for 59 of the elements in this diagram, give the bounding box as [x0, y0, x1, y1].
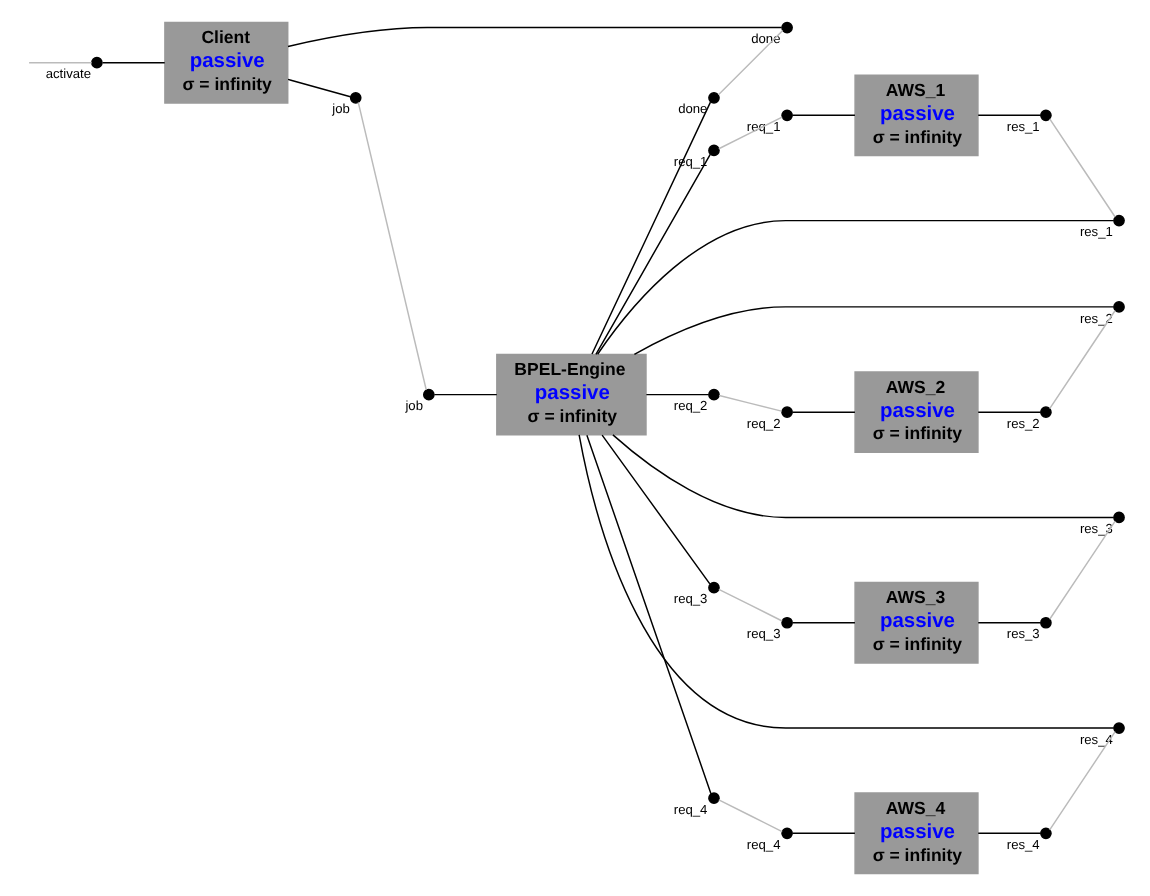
- connector: [717, 394, 782, 412]
- connector: [644, 393, 709, 396]
- node-box: BPEL-Engine passive σ = infinity: [495, 353, 646, 436]
- node-circle: [780, 21, 792, 34]
- connector: [1048, 118, 1115, 218]
- connector: [590, 101, 711, 355]
- connector: [356, 101, 426, 391]
- node-circle: [707, 144, 719, 157]
- connector: [791, 622, 855, 624]
- connector: [611, 434, 1114, 519]
- connector: [286, 26, 782, 48]
- connector: [716, 29, 783, 96]
- node-circle: [780, 406, 792, 419]
- node-circle: [780, 827, 792, 840]
- node-box: AWS_3 passive σ = infinity: [853, 581, 978, 664]
- connector: [976, 622, 1041, 624]
- connector: [286, 78, 351, 98]
- node-circle: [707, 792, 719, 805]
- node-circle: [707, 91, 719, 104]
- connector: [577, 434, 1114, 729]
- node-box: AWS_2 passive σ = infinity: [853, 371, 978, 454]
- node-circle: [707, 388, 719, 401]
- node-circle: [1112, 301, 1124, 313]
- node-circle: [422, 388, 434, 401]
- node-circle: [1112, 214, 1124, 227]
- connector: [632, 306, 1114, 356]
- connector: [717, 116, 782, 150]
- connector: [976, 114, 1041, 117]
- connector: [976, 411, 1041, 413]
- connector: [27, 61, 92, 64]
- node-circle: [1112, 722, 1124, 734]
- node-circle: [1112, 511, 1124, 524]
- node-circle: [1039, 109, 1051, 122]
- node-circle: [1039, 406, 1051, 419]
- connector: [1048, 730, 1115, 831]
- connector: [585, 434, 711, 795]
- node-circle: [1039, 616, 1051, 629]
- node-box: AWS_1 passive σ = infinity: [853, 74, 978, 157]
- connector: [791, 114, 855, 117]
- connector: [600, 434, 710, 585]
- node-circle: [90, 56, 102, 69]
- node-circle: [780, 109, 792, 122]
- connector: [717, 588, 782, 622]
- connector: [791, 411, 855, 413]
- node-circle: [707, 581, 719, 594]
- connector: [595, 219, 1114, 355]
- connector: [791, 832, 855, 835]
- connector: [717, 799, 782, 833]
- connector: [594, 153, 710, 356]
- node-circle: [348, 91, 361, 104]
- node-box: Client passive σ = infinity: [163, 21, 288, 104]
- connector: [976, 832, 1041, 835]
- connector: [1048, 520, 1115, 620]
- connector: [1048, 309, 1115, 410]
- node-circle: [780, 616, 792, 629]
- connector: [100, 61, 165, 64]
- connector: [432, 393, 497, 396]
- node-box: AWS_4 passive σ = infinity: [853, 792, 978, 875]
- node-circle: [1039, 827, 1051, 840]
